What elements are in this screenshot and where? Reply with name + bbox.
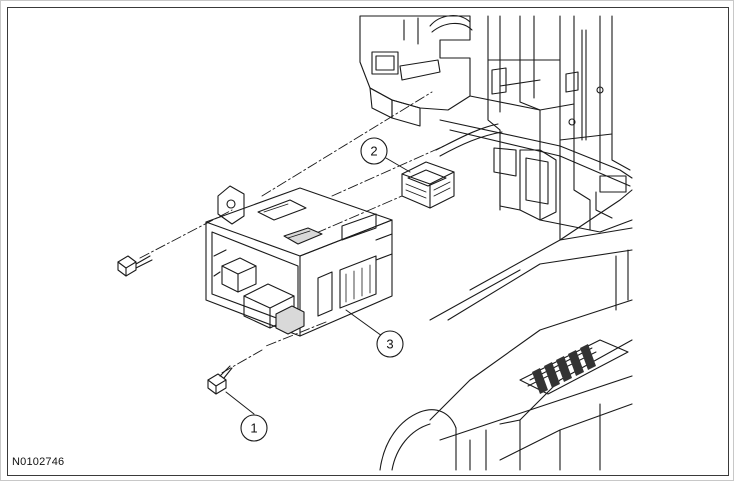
callout-3-label: 3: [386, 337, 393, 352]
figure-reference-code: N0102746: [12, 456, 65, 468]
callout-2: 2: [360, 137, 388, 165]
seat-switch-module: [205, 185, 393, 337]
seat-frame-structure: [359, 15, 633, 241]
seat-cushion-tray: [379, 227, 633, 471]
lower-screw: [207, 365, 233, 395]
callout-3: 3: [376, 330, 404, 358]
callout-1-label: 1: [250, 421, 257, 436]
callout-leaders: [225, 157, 411, 415]
upper-screw: [117, 255, 153, 277]
callout-2-label: 2: [370, 144, 377, 159]
figure-inner-border: [7, 7, 729, 476]
callout-1: 1: [240, 414, 268, 442]
lumbar-switch-knob: [221, 257, 257, 293]
recline-switch-knob: [275, 305, 305, 335]
wiring-connector: [401, 161, 455, 209]
vent-slots: [532, 344, 596, 394]
